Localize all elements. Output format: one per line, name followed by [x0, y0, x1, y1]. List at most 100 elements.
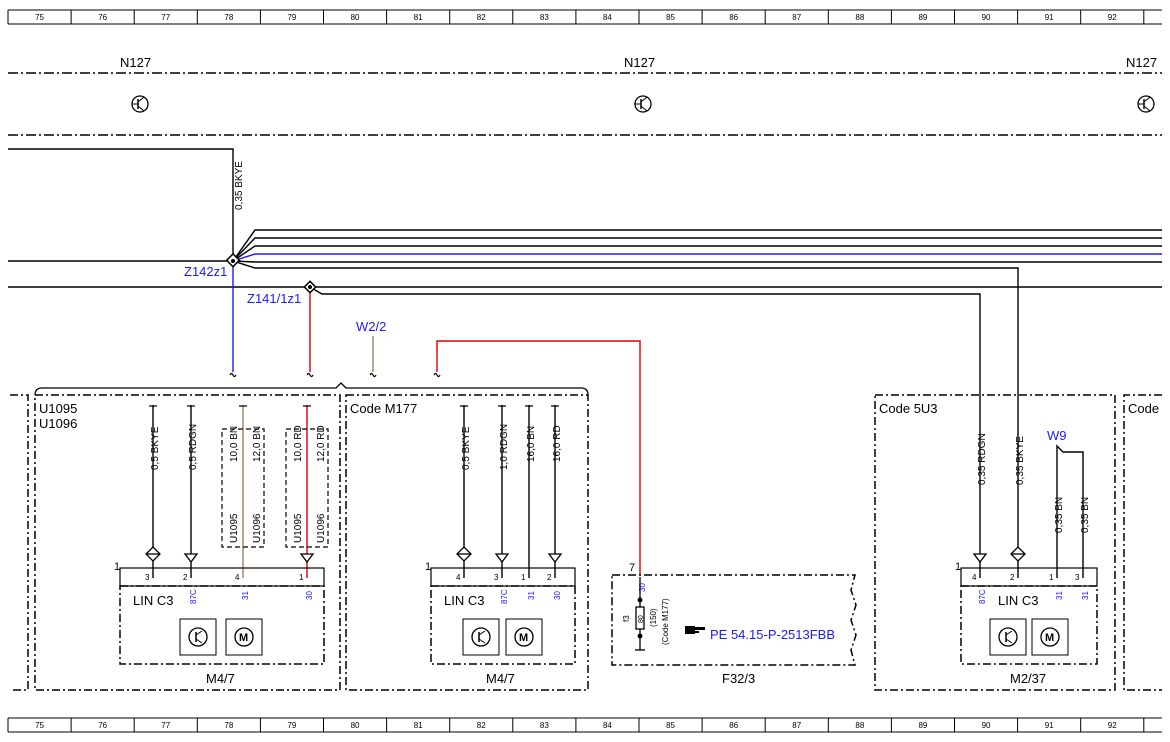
column-number: 83: [540, 721, 549, 730]
variant-code: U1095: [293, 513, 304, 543]
pin-counter: 1: [114, 561, 120, 573]
column-number: 87: [792, 721, 801, 730]
splice-label: Z141/1z1: [247, 291, 301, 306]
terminal-label: 30: [553, 591, 562, 600]
pin-number: 2: [547, 573, 552, 582]
component-label: M4/7: [206, 671, 235, 686]
column-number: 91: [1045, 13, 1054, 22]
pin-number: 1: [299, 573, 304, 582]
column-number: 80: [351, 13, 360, 22]
column-number: 79: [287, 13, 296, 22]
terminal-label: 87C: [189, 589, 198, 604]
harness-wires: [979, 444, 1084, 578]
variant-branch: [34, 372, 589, 396]
transistor-icon: [462, 618, 500, 656]
pin-counter: 1: [425, 561, 431, 573]
column-number: 80: [351, 721, 360, 730]
module-label: LIN C3: [998, 593, 1038, 608]
module-label: LIN C3: [133, 593, 173, 608]
connector-housing: [430, 567, 576, 587]
fuse-number: f3: [622, 615, 631, 622]
svg-text:M: M: [519, 632, 528, 644]
splice-point: [225, 252, 241, 268]
splice-label: Z142z1: [184, 264, 227, 279]
motor-icon: M: [1031, 618, 1069, 656]
motor-icon: M: [505, 618, 543, 656]
column-number: 84: [603, 13, 612, 22]
column-number: 83: [540, 13, 549, 22]
pin-number: 3: [1075, 573, 1080, 582]
pin-number: 1: [521, 573, 526, 582]
module-box: [960, 585, 1098, 665]
variant-code: U1096: [316, 513, 327, 543]
module-label: LIN C3: [444, 593, 484, 608]
wire-label: 0,5 BKYE: [150, 426, 161, 470]
transistor-icon: [989, 618, 1027, 656]
pin-number: 7: [629, 562, 635, 574]
control-unit-label: N127: [624, 55, 655, 70]
component-label: F32/3: [722, 671, 755, 686]
splice-label: W2/2: [356, 319, 386, 334]
column-number: 86: [729, 13, 738, 22]
pin-number: 3: [494, 573, 499, 582]
code-box-m177: [345, 394, 589, 691]
variant-marker-rd: [285, 428, 329, 548]
pin-number: 2: [1010, 573, 1015, 582]
variant-code: U1096: [252, 513, 263, 543]
terminal-label: 87C: [978, 589, 987, 604]
terminal-label: 31: [527, 591, 536, 600]
terminal-label: 31: [1055, 591, 1064, 600]
wire-label: 0,5 RDGN: [188, 424, 199, 470]
terminal-label: 31: [1081, 591, 1090, 600]
pin-number: 1: [1049, 573, 1054, 582]
code-box-5u3: [874, 394, 1116, 691]
transistor-icon: [131, 95, 149, 113]
connector-symbols: [145, 546, 315, 564]
code-box-partial: [1123, 394, 1162, 691]
wire-label: 0,5 BKYE: [461, 426, 472, 470]
reference-link[interactable]: PE 54.15-P-2513FBB: [710, 627, 835, 642]
column-number: 79: [287, 721, 296, 730]
wire-label: 16,0 BN: [526, 426, 537, 462]
wire-label: 0,35 BN: [1054, 497, 1065, 533]
transistor-icon: [1137, 95, 1155, 113]
column-number: 84: [603, 721, 612, 730]
wire-bundle: [8, 148, 1162, 575]
column-number: 86: [729, 721, 738, 730]
column-number: 76: [98, 721, 107, 730]
code-label: Code M177: [350, 401, 417, 416]
splice-label: W9: [1047, 428, 1067, 443]
fuse-rating: 80: [638, 615, 645, 623]
transistor-icon: [179, 618, 217, 656]
wire-label: 12,0 BN: [252, 426, 263, 462]
svg-text:M: M: [1045, 632, 1054, 644]
code-label: Code 5U3: [879, 401, 938, 416]
terminal-label: 31: [241, 591, 250, 600]
control-unit-label: N127: [120, 55, 151, 70]
variant-box-u1095: [10, 394, 341, 691]
column-number: 87: [792, 13, 801, 22]
connector-symbols: [972, 546, 1026, 564]
wire-label: 1,0 RDGN: [499, 424, 510, 470]
variant-marker-bn: [221, 428, 265, 548]
column-number: 75: [35, 721, 44, 730]
variant-label: U1095: [39, 401, 77, 416]
column-number: 81: [414, 721, 423, 730]
wire-label: 0,35 BN: [1080, 497, 1091, 533]
svg-text:M: M: [239, 632, 248, 644]
wire-label: 16,0 RD: [552, 425, 563, 462]
pin-counter: 1: [955, 561, 961, 573]
terminal-label: 30: [305, 591, 314, 600]
column-number: 82: [477, 13, 486, 22]
column-number: 89: [918, 13, 927, 22]
terminal-label: 87C: [500, 589, 509, 604]
transistor-icon: [634, 95, 652, 113]
column-number: 78: [224, 13, 233, 22]
component-label: M2/37: [1010, 671, 1046, 686]
column-number: 89: [918, 721, 927, 730]
column-number: 88: [855, 721, 864, 730]
hand-pointer-icon: [685, 626, 705, 634]
